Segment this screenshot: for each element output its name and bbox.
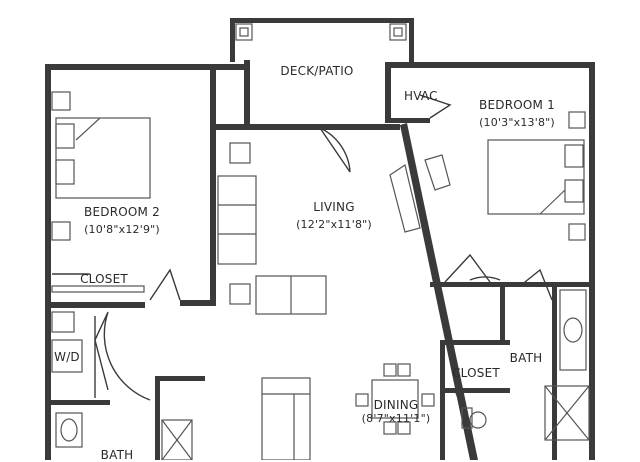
- living-size: (12'2"x11'8"): [296, 218, 372, 231]
- washer-dryer-label: W/D: [54, 350, 80, 364]
- deck-patio-label: DECK/PATIO: [280, 64, 354, 78]
- bath-1-label: BATH: [509, 351, 543, 365]
- bedroom-1-size: (10'3"x13'8"): [479, 116, 555, 129]
- bedroom-1-label: BEDROOM 1: [479, 98, 555, 112]
- closet-bedroom-2-label: CLOSET: [80, 272, 128, 286]
- walls: [45, 18, 595, 460]
- living-label: LIVING: [313, 200, 355, 214]
- windows: [47, 64, 593, 240]
- closet-bedroom-1-label: CLOSET: [452, 366, 500, 380]
- dining-label: DINING: [373, 398, 419, 412]
- doors: [94, 94, 553, 431]
- bath-2-label: BATH: [100, 448, 134, 462]
- dining-size: (8'7"x11'1"): [361, 412, 431, 425]
- furniture: [51, 23, 590, 460]
- bedroom-2-size: (10'8"x12'9"): [84, 223, 160, 236]
- hvac-label: HVAC: [404, 89, 438, 103]
- bedroom-2-label: BEDROOM 2: [84, 205, 160, 219]
